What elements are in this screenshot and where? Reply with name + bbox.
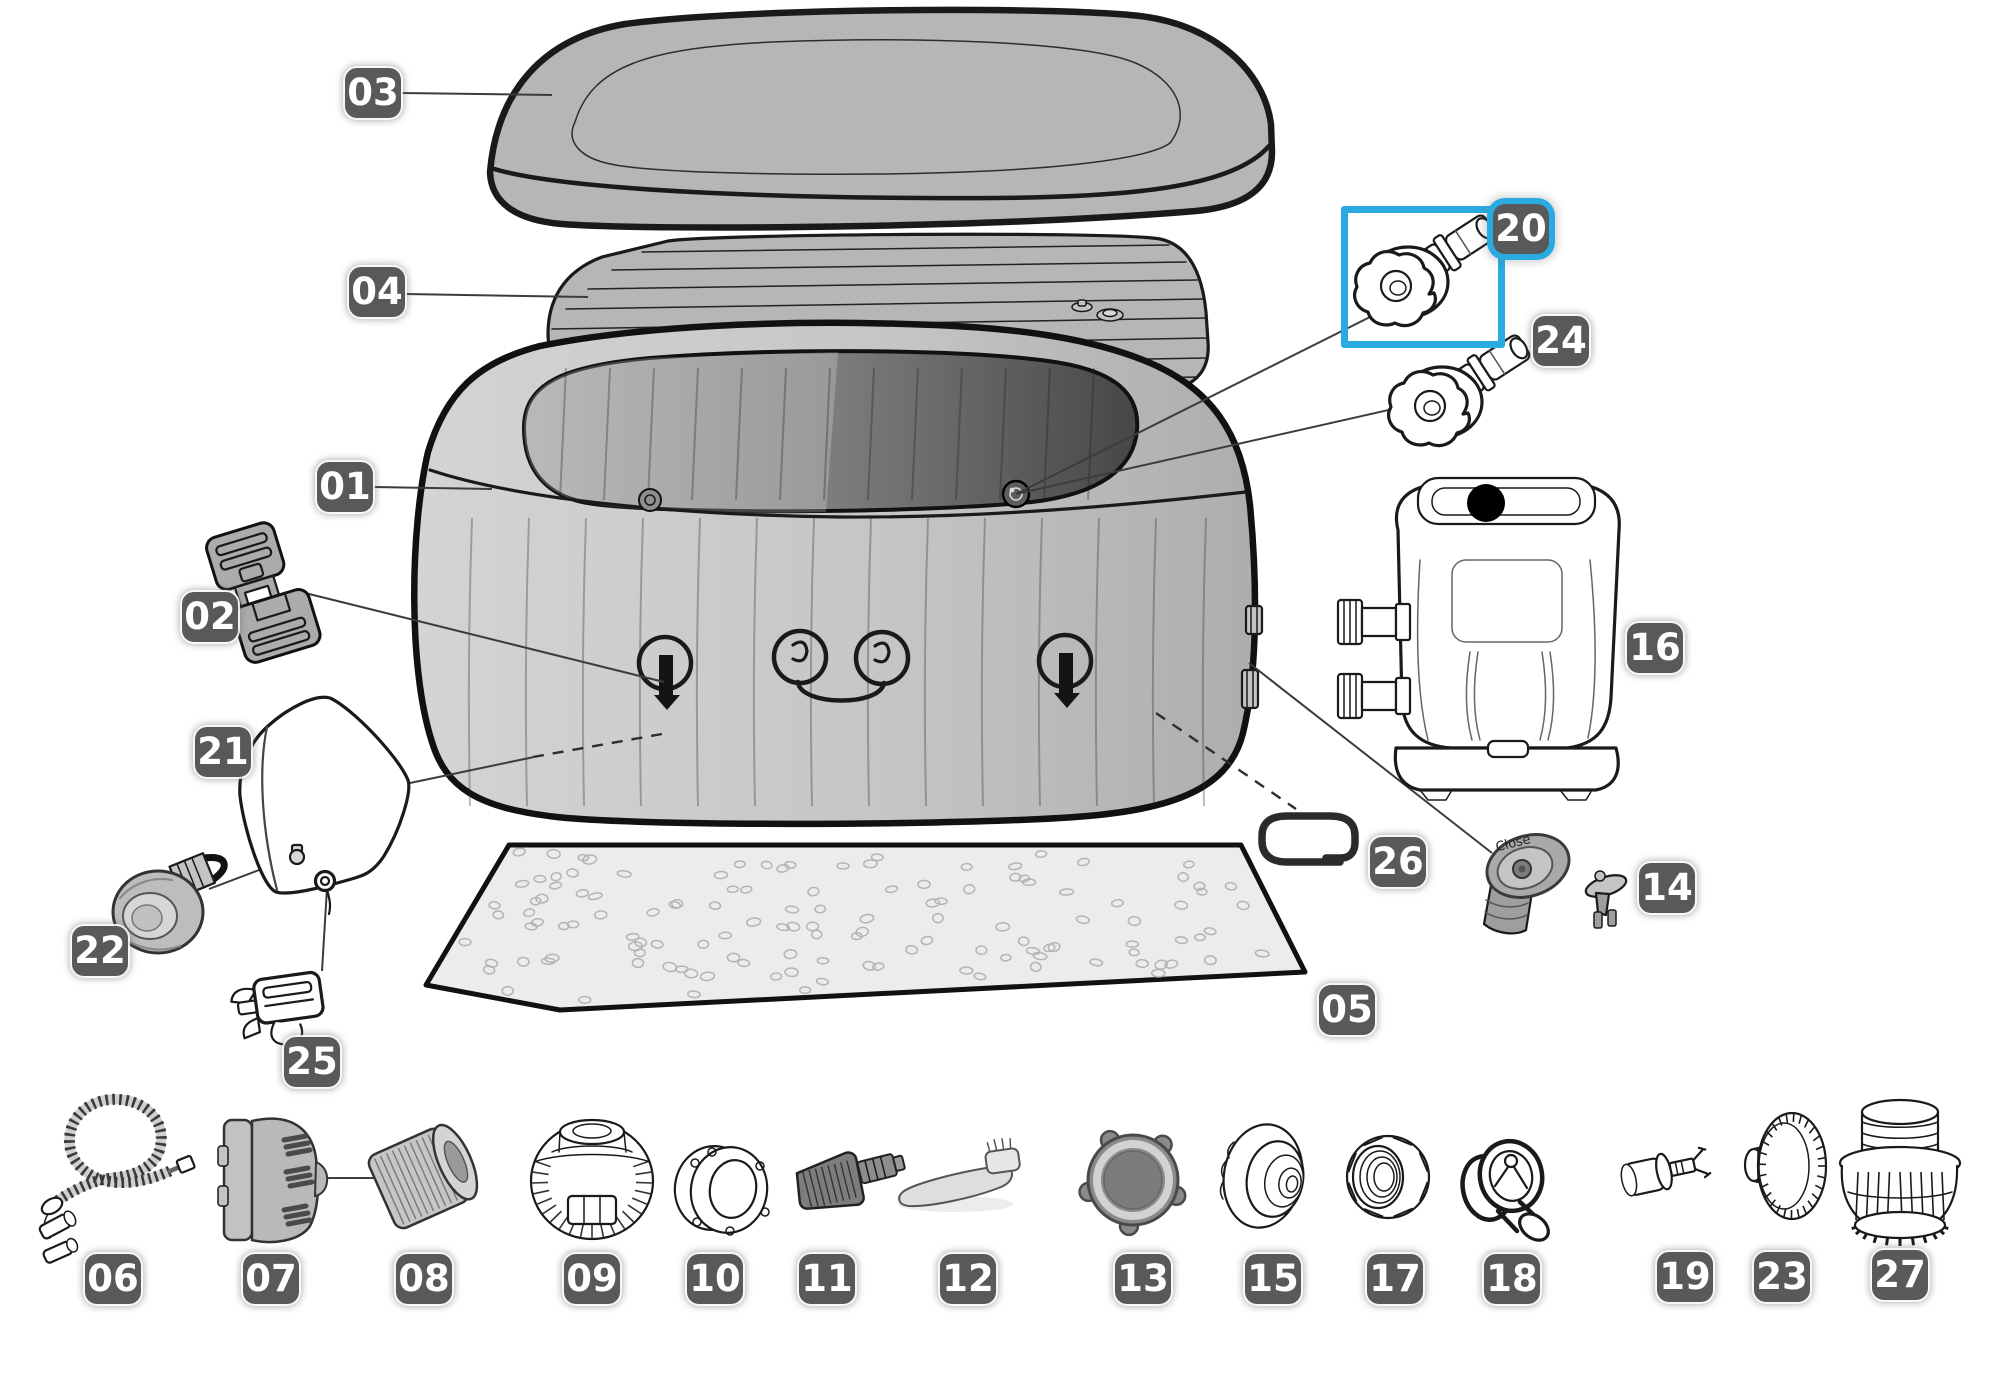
part-label-04[interactable]: 04 (349, 267, 405, 317)
part-label-11[interactable]: 11 (799, 1254, 855, 1304)
tub-strap-ring-left (636, 634, 694, 710)
part-label-09[interactable]: 09 (564, 1254, 620, 1304)
part-03-cover-drawing (486, 6, 1276, 231)
part-label-13[interactable]: 13 (1115, 1254, 1171, 1304)
leader-line-24 (1015, 401, 1425, 495)
part-21-cushion-drawing (238, 695, 411, 916)
part-label-15[interactable]: 15 (1245, 1254, 1301, 1304)
part-19-pin-valve-drawing (1620, 1146, 1712, 1197)
part-label-12[interactable]: 12 (940, 1254, 996, 1304)
part-08-filter-cartridge-drawing (367, 1123, 479, 1230)
part-label-06[interactable]: 06 (85, 1254, 141, 1304)
pump-port-lower (1336, 672, 1412, 720)
tub-strap-ring-pair (771, 628, 911, 703)
tub-hose-connectors (1240, 604, 1264, 710)
part-label-23[interactable]: 23 (1754, 1252, 1810, 1302)
part-17-nut-drawing (1345, 1134, 1431, 1220)
part-label-20[interactable]: 20 (1493, 204, 1549, 254)
part-label-02[interactable]: 02 (182, 592, 238, 642)
part-label-26[interactable]: 26 (1370, 837, 1426, 887)
part-05-floor-mat-drawing (423, 842, 1308, 1013)
leader-line-03 (400, 92, 553, 96)
part-label-18[interactable]: 18 (1484, 1254, 1540, 1304)
part-label-10[interactable]: 10 (687, 1254, 743, 1304)
tub-inner-jet-fitting-left (638, 488, 662, 512)
part-label-25[interactable]: 25 (284, 1037, 340, 1087)
part-label-14[interactable]: 14 (1639, 863, 1695, 913)
part-label-22[interactable]: 22 (72, 926, 128, 976)
part-label-24[interactable]: 24 (1533, 316, 1589, 366)
part-14-drain-drawing: Close (1482, 832, 1628, 935)
leader-line-25 (321, 887, 328, 972)
tub-strap-ring-right (1036, 632, 1094, 708)
part-02-buckle-drawing (205, 521, 322, 664)
part-label-01[interactable]: 01 (317, 462, 373, 512)
part-25-clip-drawing (230, 970, 325, 1046)
part-label-19[interactable]: 19 (1657, 1252, 1713, 1302)
part-01-tub-drawing (411, 319, 1297, 828)
part-16-pump-drawing (1336, 476, 1621, 801)
leader-line-21 (409, 756, 535, 784)
leader-line-04 (404, 293, 589, 298)
part-label-21[interactable]: 21 (195, 727, 251, 777)
part-10-ring-flange-drawing (673, 1145, 770, 1236)
part-11-knob-screw-drawing (795, 1151, 906, 1210)
part-12-brush-tool-drawing (897, 1137, 1021, 1212)
pump-port-upper (1336, 598, 1412, 646)
leader-line-02 (296, 590, 665, 683)
bladder-valve-fittings (1071, 299, 1124, 322)
part-23-hose-cap-drawing (1743, 1111, 1828, 1221)
hidden-edge-dashed-left (532, 732, 663, 759)
selected-part-highlight (1341, 206, 1505, 348)
part-label-05[interactable]: 05 (1319, 985, 1375, 1035)
leader-line-26-dashed (1155, 712, 1297, 810)
part-label-27[interactable]: 27 (1872, 1250, 1928, 1300)
part-label-08[interactable]: 08 (396, 1254, 452, 1304)
part-label-17[interactable]: 17 (1367, 1254, 1423, 1304)
part-18-elbow-drawing (1460, 1138, 1550, 1242)
part-07-filter-housing-drawing (217, 1117, 329, 1244)
part-13-gasket-drawing (1078, 1129, 1187, 1237)
cushion-valve (288, 843, 306, 866)
leader-line-14 (1248, 662, 1493, 854)
leader-line-01 (372, 486, 493, 490)
leader-line-20 (1015, 315, 1373, 495)
part-22-valve-drawing (111, 852, 228, 955)
drain-plug-small (1584, 870, 1628, 929)
part-06-hose-drawing (38, 1093, 196, 1264)
part-09-housing-cap-drawing (529, 1118, 655, 1241)
cushion-grommet (313, 869, 337, 916)
part-27-strainer-drawing (1838, 1098, 1962, 1246)
part-label-16[interactable]: 16 (1627, 623, 1683, 673)
part-26-clip-drawing (1258, 812, 1359, 866)
part-label-03[interactable]: 03 (345, 68, 401, 118)
part-label-07[interactable]: 07 (243, 1254, 299, 1304)
leader-lines (208, 92, 1493, 1179)
part-15-jet-face-drawing (1219, 1123, 1305, 1229)
